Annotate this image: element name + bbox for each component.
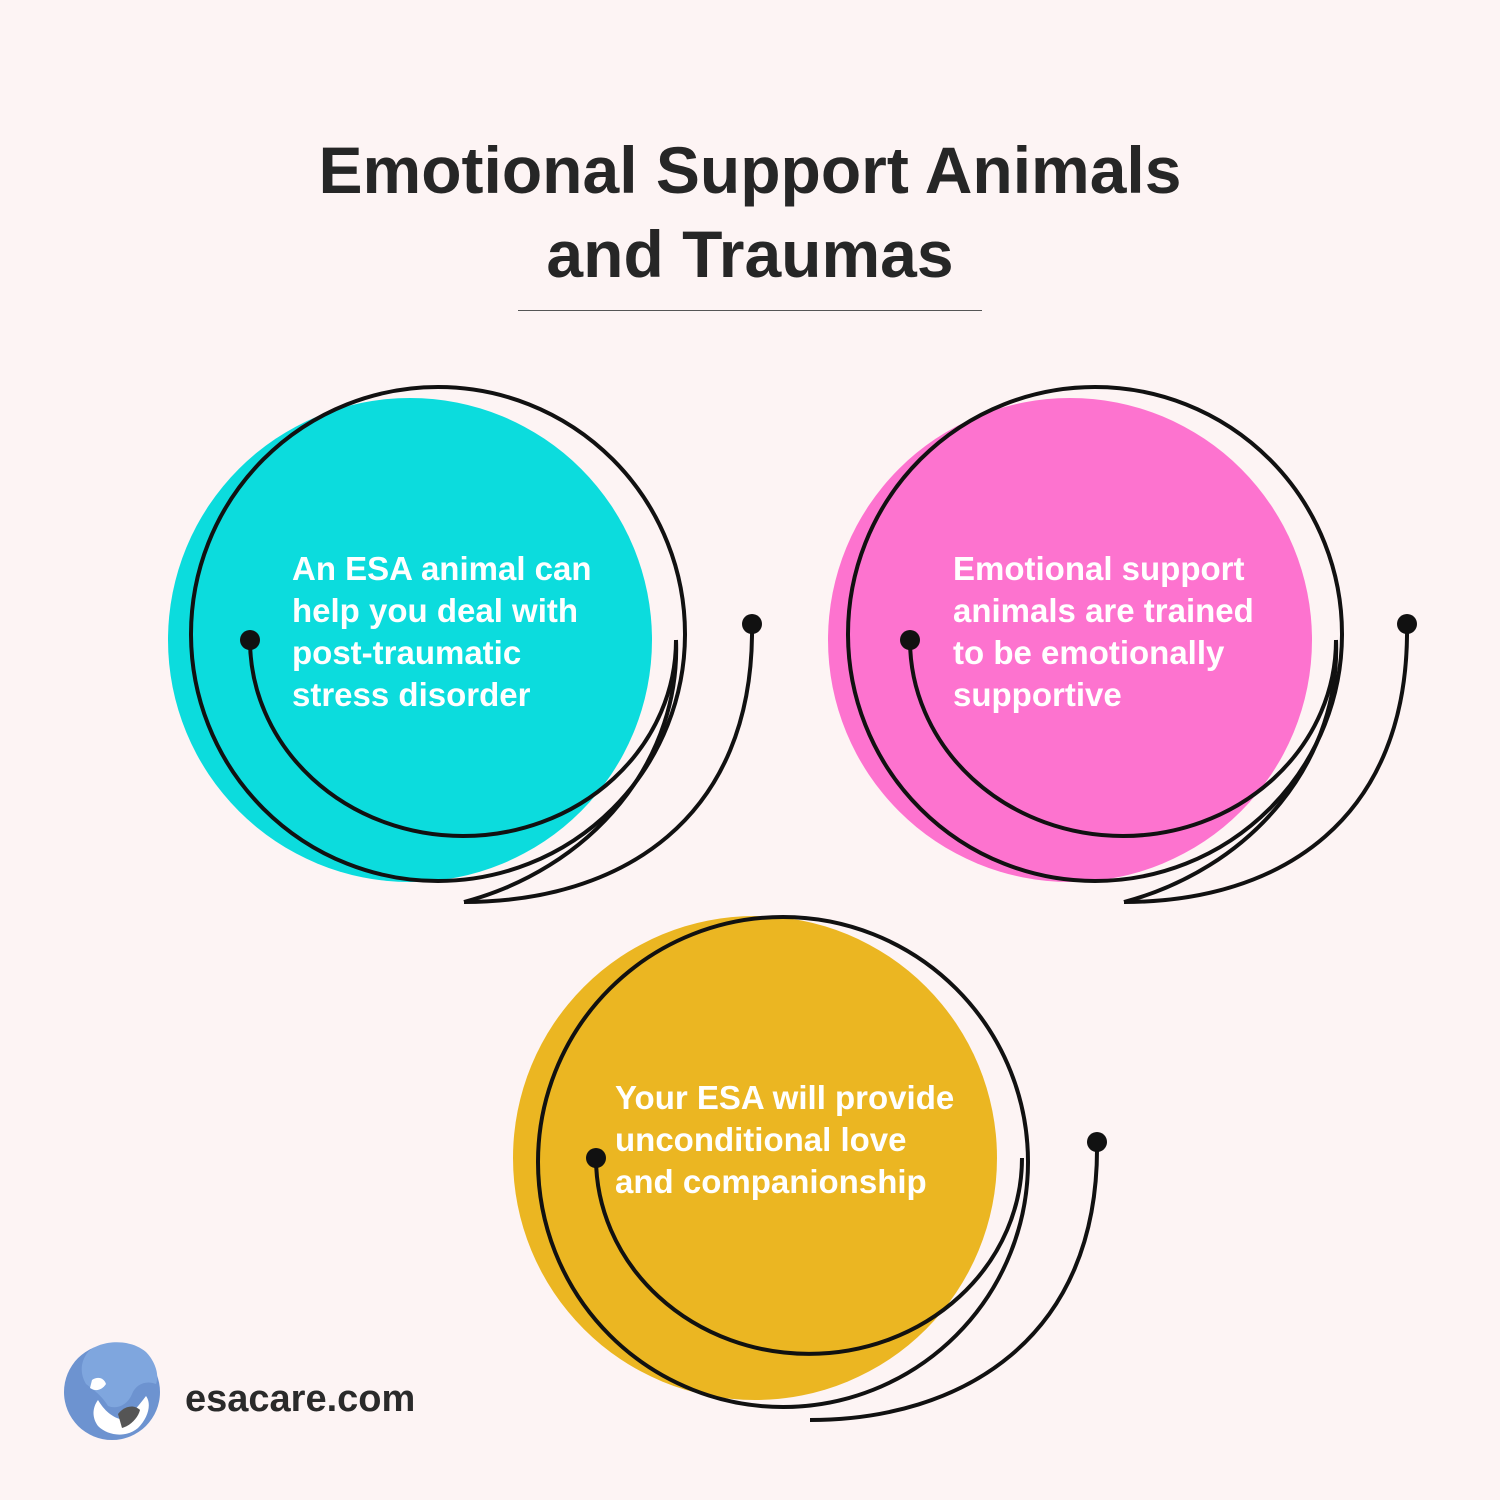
card-1-graphic [168, 385, 762, 904]
card-1-tail [463, 623, 755, 904]
card-2-dot-left [900, 630, 920, 650]
card-3-text: Your ESA will provide unconditional love… [615, 1079, 955, 1200]
card-1-ring [189, 385, 687, 883]
card-2-blob [828, 398, 1312, 882]
card-3-arc-inner [594, 1157, 1024, 1356]
page-title: Emotional Support Animals and Traumas [0, 128, 1500, 296]
card-2-arc-outer [1123, 639, 1339, 904]
title-line-2: and Traumas [546, 217, 954, 291]
card-2-tail [1123, 623, 1410, 904]
card-2-arc-inner [908, 639, 1338, 838]
card-1-arc-inner [248, 639, 678, 838]
title-line-1: Emotional Support Animals [318, 133, 1182, 207]
card-1-dot-left [240, 630, 260, 650]
card-2-text: Emotional support animals are trained to… [953, 550, 1254, 713]
card-2-dot-right [1397, 614, 1417, 634]
card-3-dot-left [586, 1148, 606, 1168]
pets-silhouette-logo-icon [64, 1342, 160, 1440]
card-2-graphic [828, 385, 1417, 904]
card-3-graphic [513, 915, 1107, 1422]
card-1-dot-right [742, 614, 762, 634]
card-3-tail [809, 1141, 1100, 1422]
title-divider [518, 310, 982, 311]
card-1-text: An ESA animal can help you deal with pos… [292, 550, 592, 713]
card-3-blob [513, 916, 997, 1400]
card-1-blob [168, 398, 652, 882]
card-3-dot-right [1087, 1132, 1107, 1152]
card-1-arc-outer [463, 639, 679, 904]
brand-url: esacare.com [185, 1378, 416, 1420]
card-2-ring [846, 385, 1344, 883]
card-3-ring [536, 915, 1030, 1409]
